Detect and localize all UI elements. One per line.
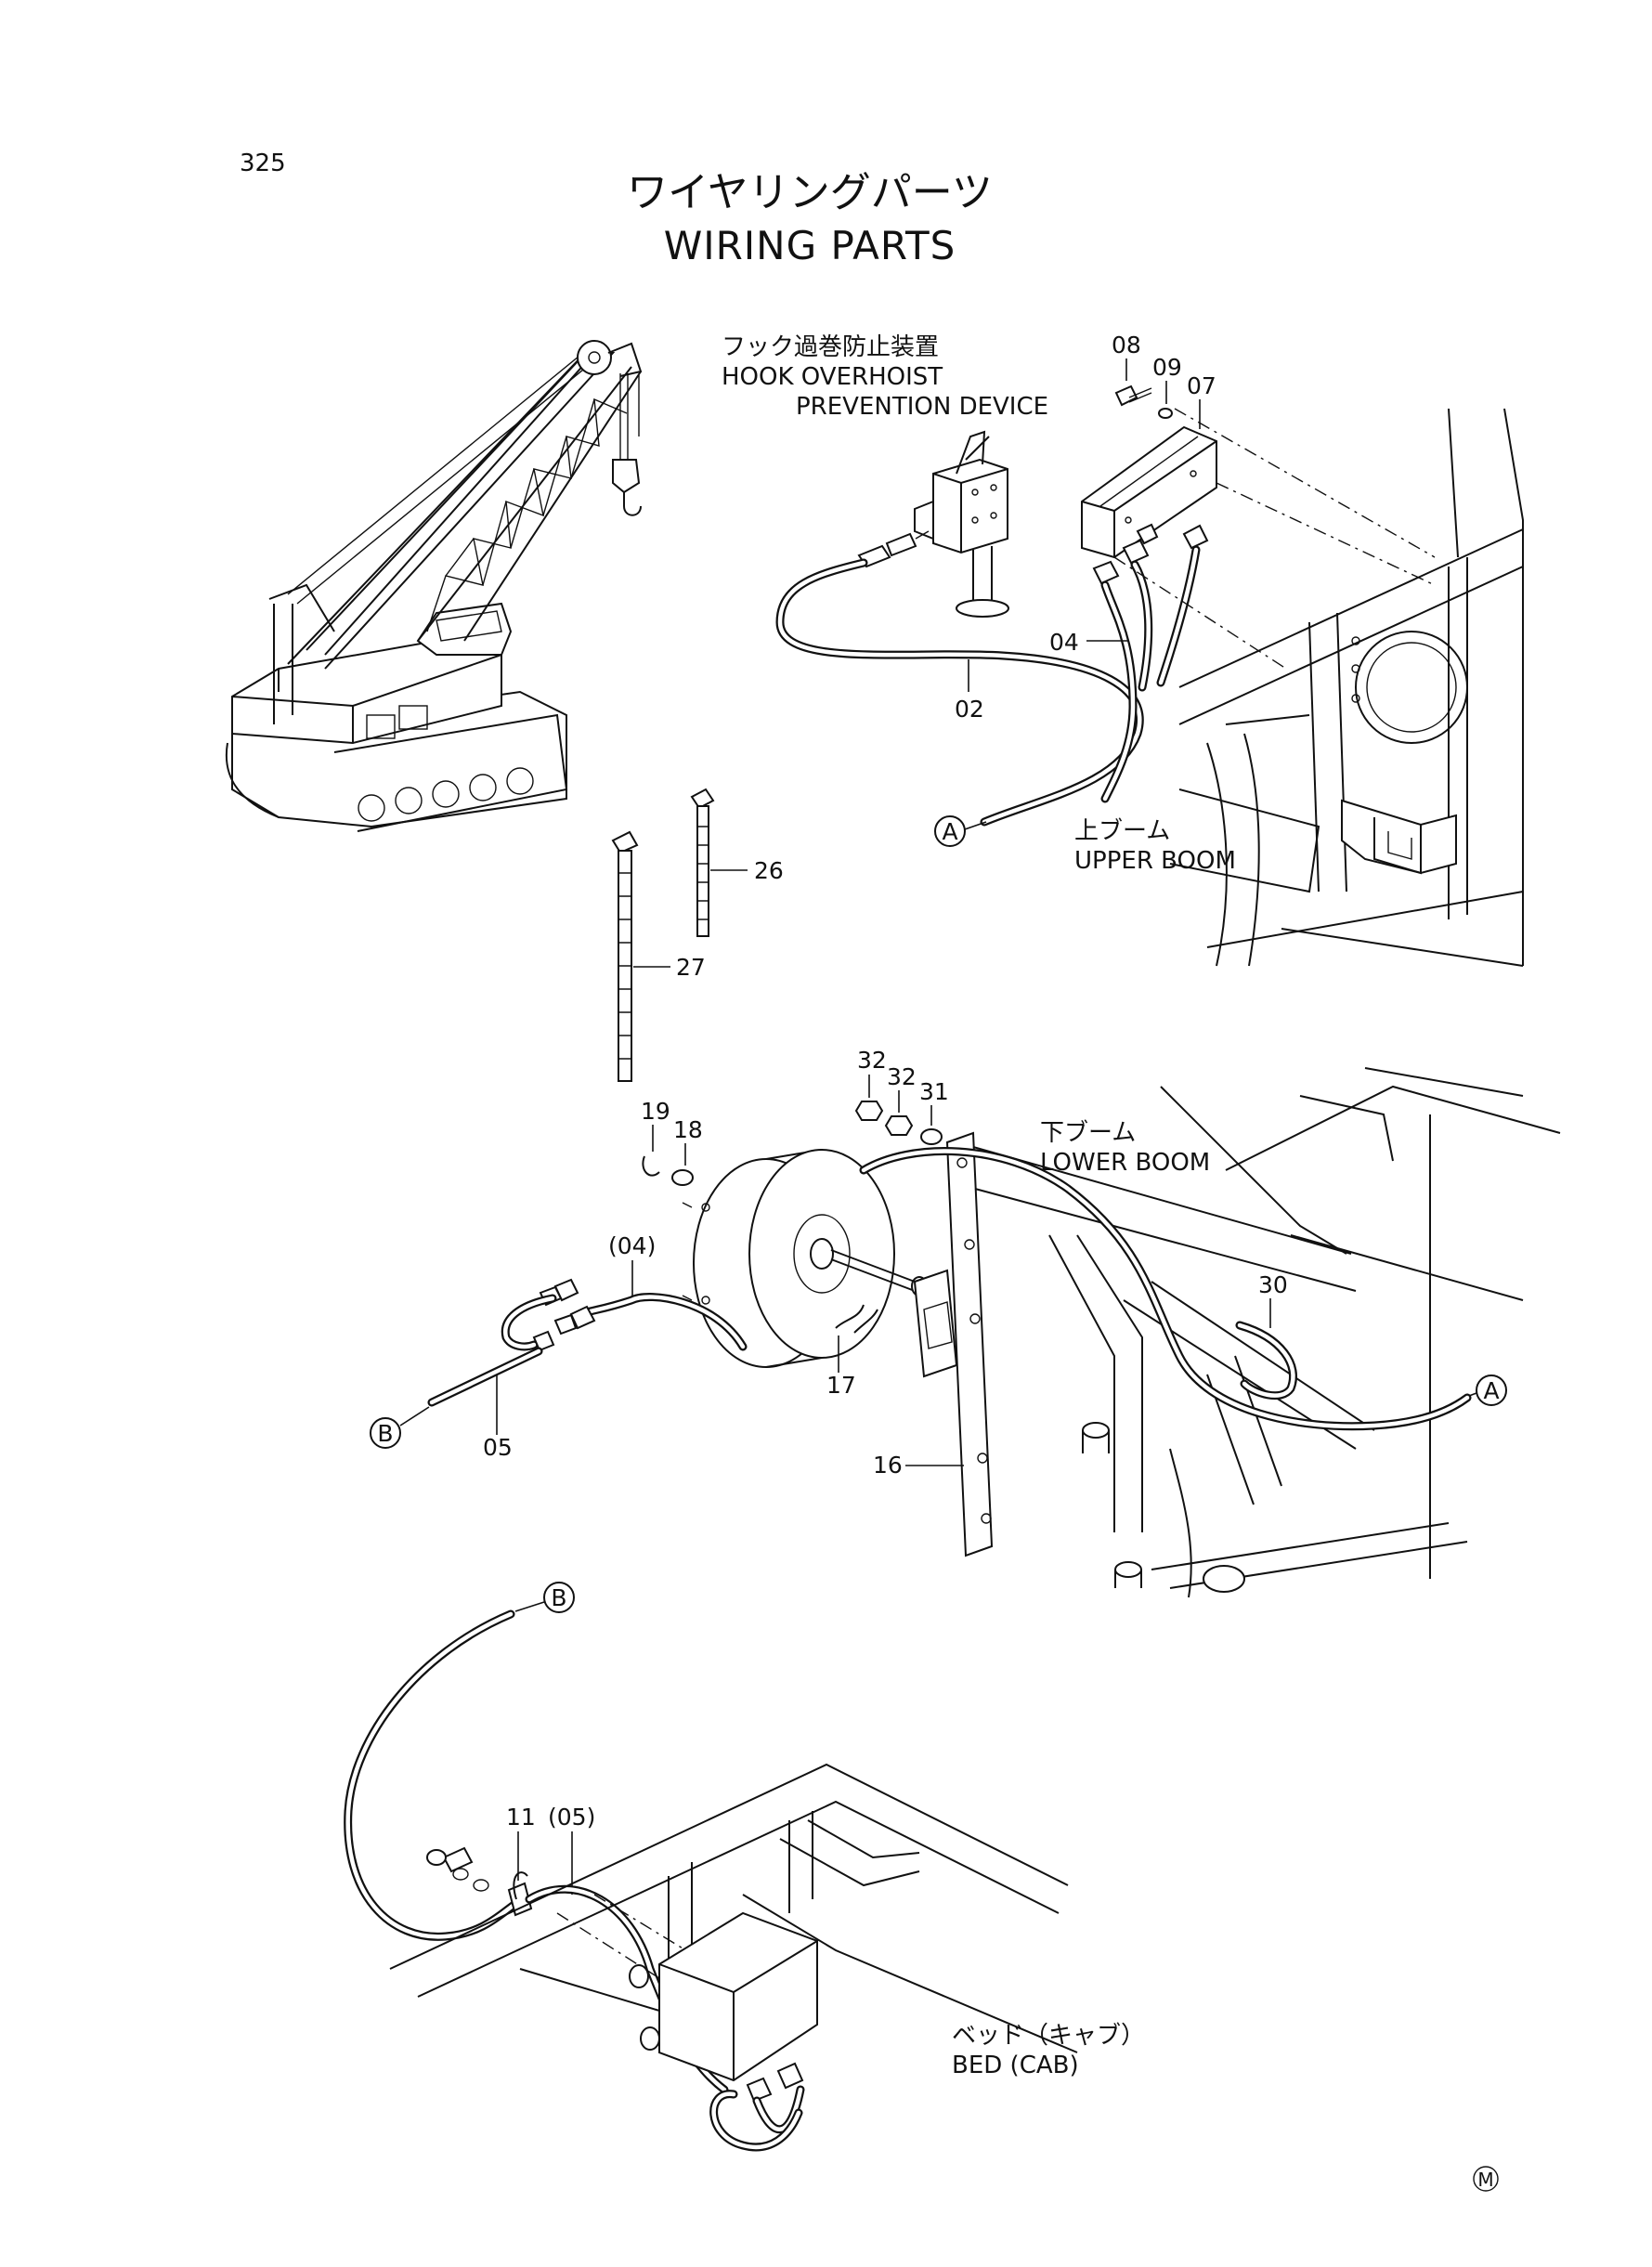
callout-17: 17: [826, 1372, 856, 1399]
connector-a-upper-label: A: [942, 818, 957, 845]
callout-19: 19: [641, 1098, 670, 1125]
callout-05-ref: (05): [548, 1804, 595, 1831]
connector-b-middle-label: B: [377, 1420, 393, 1447]
callout-27: 27: [676, 954, 706, 981]
callout-18: 18: [673, 1116, 703, 1143]
connector-b-bottom: [543, 1582, 575, 1613]
hook-device-label-en-2: PREVENTION DEVICE: [796, 393, 1048, 421]
callout-04: 04: [1049, 629, 1079, 656]
connector-a-upper: [934, 815, 966, 847]
connector-a-lower-label: A: [1483, 1377, 1499, 1404]
page-number: 325: [240, 150, 286, 177]
callout-04-ref: (04): [608, 1232, 656, 1259]
callout-07: 07: [1187, 372, 1216, 399]
upper-boom-label-en: UPPER BOOM: [1074, 847, 1236, 875]
callout-30: 30: [1258, 1271, 1288, 1298]
hook-device-label-en-1: HOOK OVERHOIST: [722, 363, 943, 391]
callout-32-b: 32: [887, 1063, 917, 1090]
upper-boom-label-jp: 上ブーム: [1074, 817, 1170, 845]
callout-05: 05: [483, 1434, 513, 1461]
callout-08: 08: [1112, 332, 1141, 358]
crane-illustration: [225, 340, 643, 832]
upper-boom-structure: 上ブーム UPPER BOOM: [1074, 408, 1524, 967]
mark-m-symbol: M: [1473, 2166, 1499, 2192]
callout-16: 16: [873, 1452, 903, 1479]
connector-a-lower: [1476, 1375, 1507, 1406]
callout-26: 26: [754, 857, 784, 884]
hook-device-label-jp: フック過巻防止装置: [722, 333, 939, 361]
bed-cab-label-en: BED (CAB): [952, 2052, 1079, 2079]
connector-b-middle: [370, 1417, 401, 1449]
title-japanese: ワイヤリングパーツ: [627, 169, 993, 216]
bed-cab-label-jp: ベッド（キャブ）: [952, 2022, 1145, 2050]
callout-02: 02: [955, 696, 984, 723]
title-english: WIRING PARTS: [664, 223, 956, 268]
callout-09: 09: [1152, 354, 1182, 381]
callout-11: 11: [506, 1804, 536, 1831]
callout-31: 31: [919, 1078, 949, 1105]
cable-reel-area: 19 18 32 32 31 17: [370, 1047, 1561, 1598]
mark-m-letter: M: [1477, 2169, 1493, 2191]
lower-boom-label-jp: 下ブーム: [1040, 1119, 1136, 1147]
bed-cab-area: B 11 (05): [344, 1582, 1145, 2152]
cable-ties: 26 27: [611, 788, 784, 1082]
callout-32-a: 32: [857, 1047, 887, 1074]
connector-b-bottom-label: B: [551, 1584, 566, 1611]
hook-overhoist-device-area: フック過巻防止装置 HOOK OVERHOIST PREVENTION DEVI…: [722, 332, 1436, 847]
lower-boom-label-en: LOWER BOOM: [1040, 1149, 1210, 1177]
